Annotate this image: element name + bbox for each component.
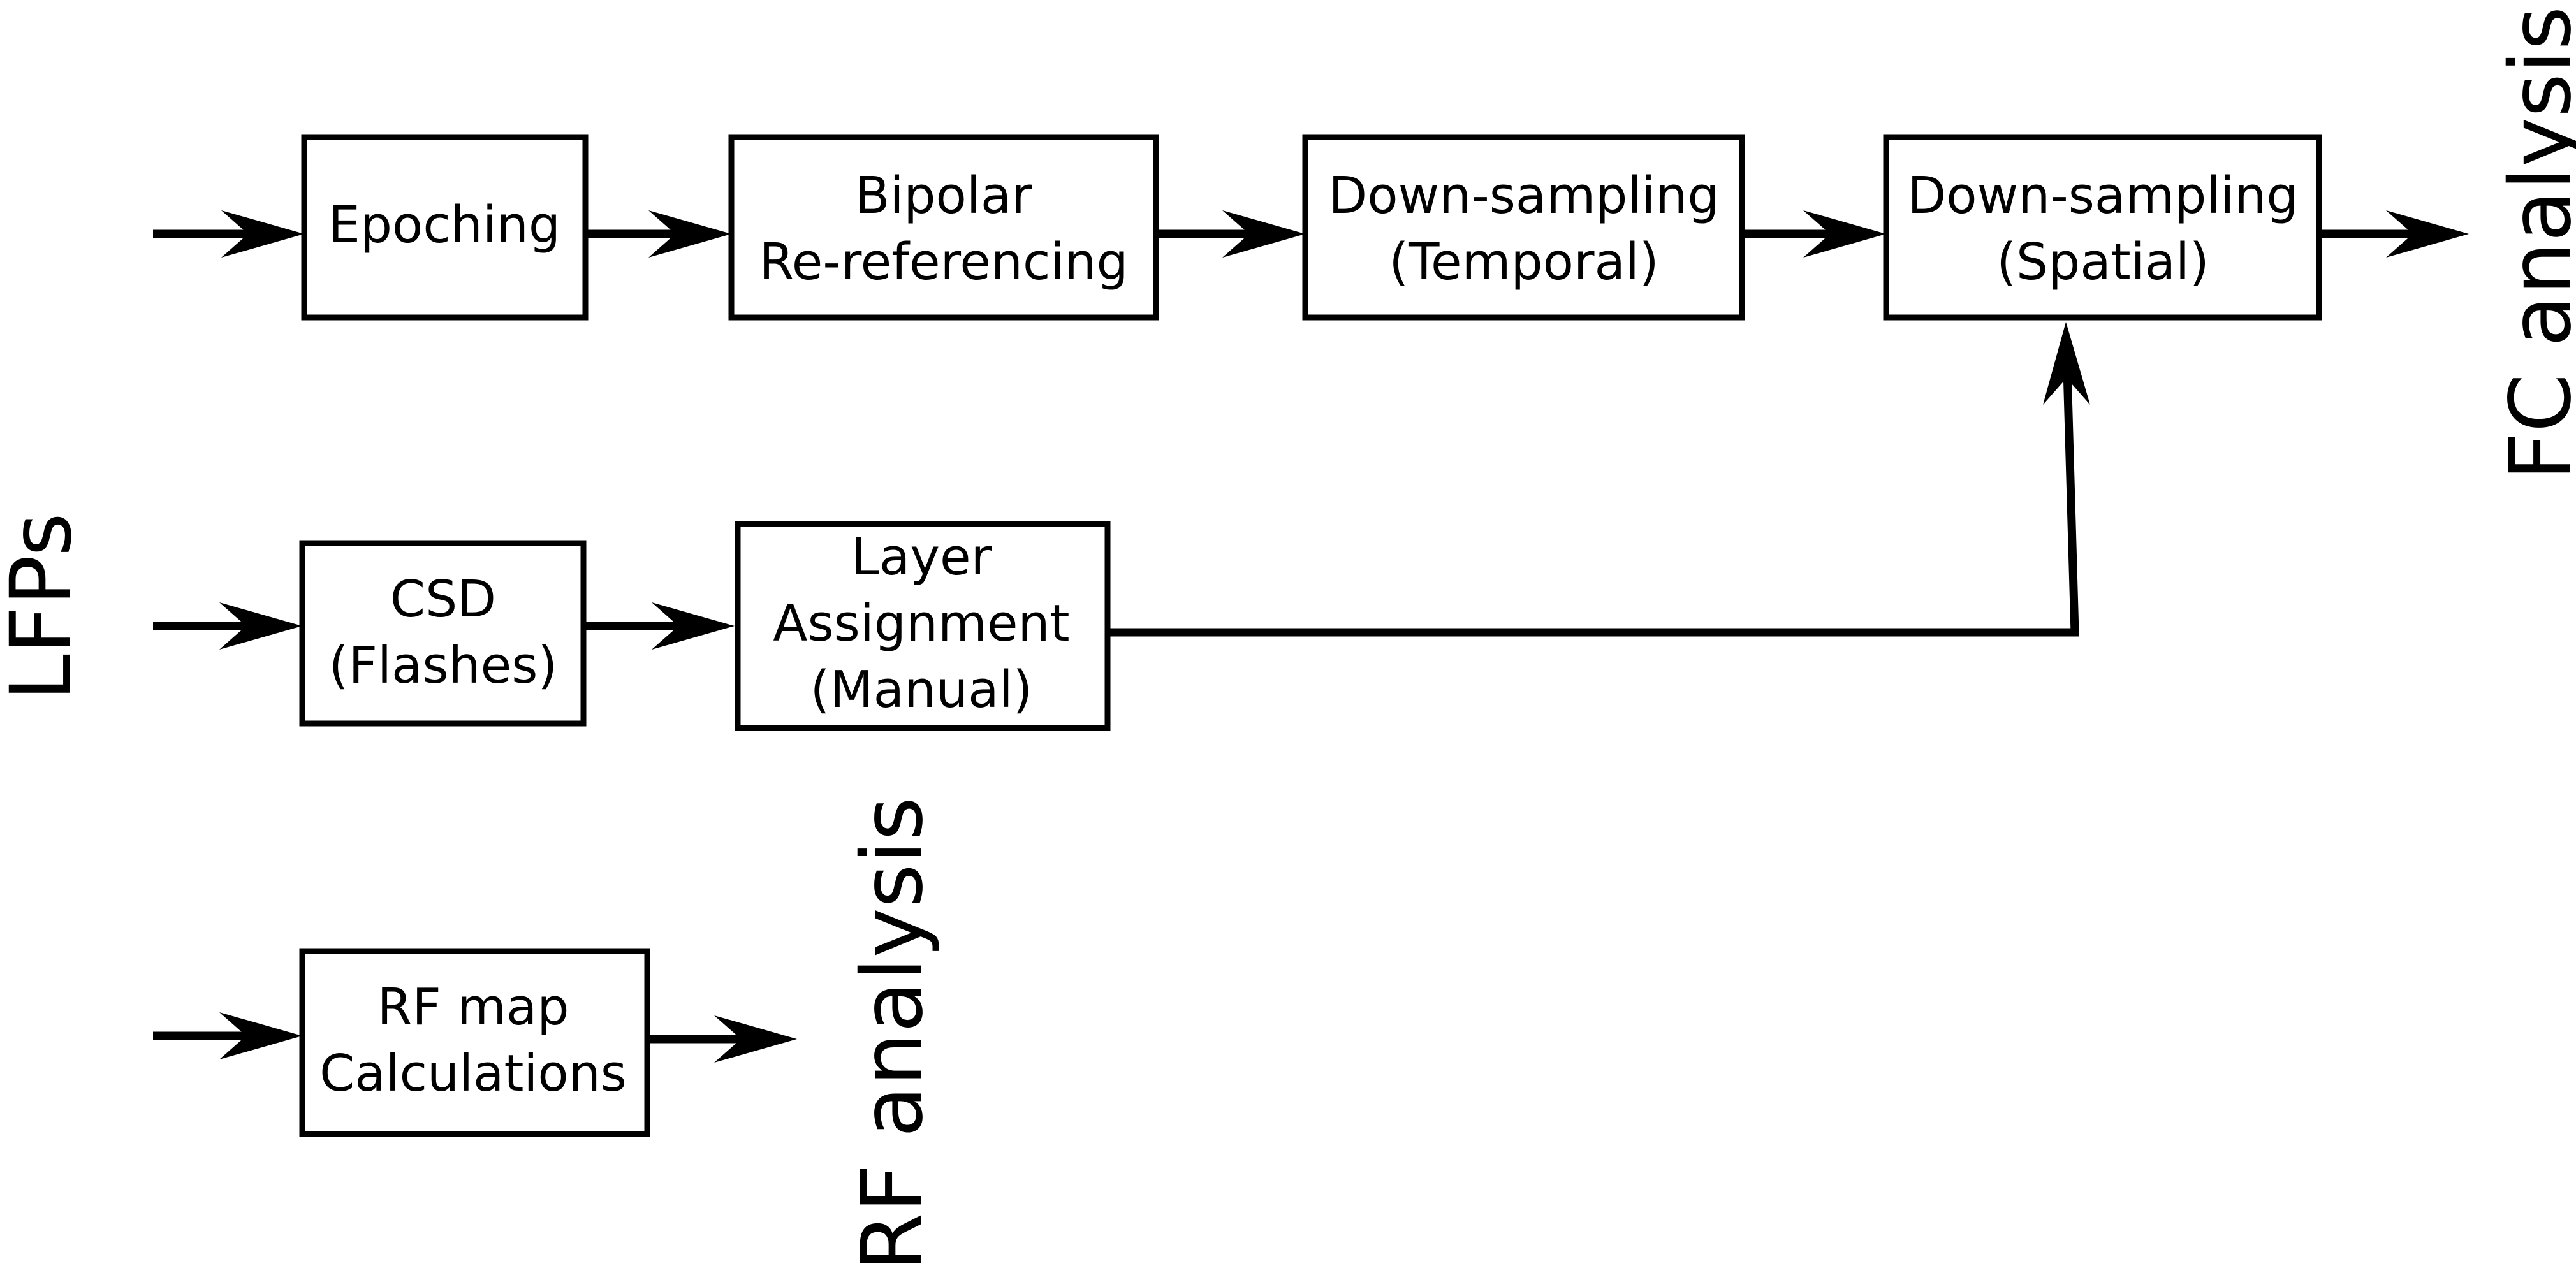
down-sampling-temporal-box: Down-sampling (Temporal) (1302, 134, 1745, 321)
connector-bipolar-to-temporal (1156, 210, 1305, 258)
lfps-label: LFPs (0, 513, 91, 701)
connector-temporal-to-spatial (1742, 210, 1886, 258)
box-label-line: Epoching (328, 196, 560, 254)
box-label-line: RF map (377, 978, 569, 1036)
box-label-line: (Manual) (810, 660, 1033, 719)
box-label-line: Bipolar (855, 166, 1032, 225)
connector-csd-to-layer-assignment (583, 602, 735, 650)
csd-flashes-box: CSD (Flashes) (299, 540, 587, 727)
box-label-line: Layer (851, 528, 992, 586)
box-label-line: Down-sampling (1907, 166, 2298, 225)
connector-rf-map-to-rf-analysis (647, 1015, 797, 1063)
box-label-line: (Temporal) (1389, 233, 1658, 291)
box-label-line: (Spatial) (1996, 233, 2209, 291)
box-label-line: (Flashes) (329, 636, 557, 695)
box-label-line: CSD (390, 570, 496, 629)
box-label-line: Assignment (773, 594, 1069, 653)
connector-epoching-to-bipolar (585, 210, 731, 258)
rf-analysis-label: RF analysis (844, 797, 942, 1271)
down-sampling-spatial-box: Down-sampling (Spatial) (1883, 134, 2322, 321)
connector-input-to-csd (153, 602, 302, 650)
epoching-box: Epoching (301, 134, 589, 321)
box-label-line: Down-sampling (1328, 166, 1719, 225)
box-label-line: Re-referencing (759, 233, 1128, 291)
box-label-line: Calculations (319, 1044, 627, 1103)
connector-input-to-epoching (153, 210, 304, 258)
connector-input-to-rf-map (153, 1012, 302, 1059)
connector-spatial-to-fc-analysis (2319, 210, 2469, 258)
connector-layer-assignment-to-spatial (1108, 322, 2090, 637)
fc-analysis-label: FC analysis (2492, 6, 2576, 481)
